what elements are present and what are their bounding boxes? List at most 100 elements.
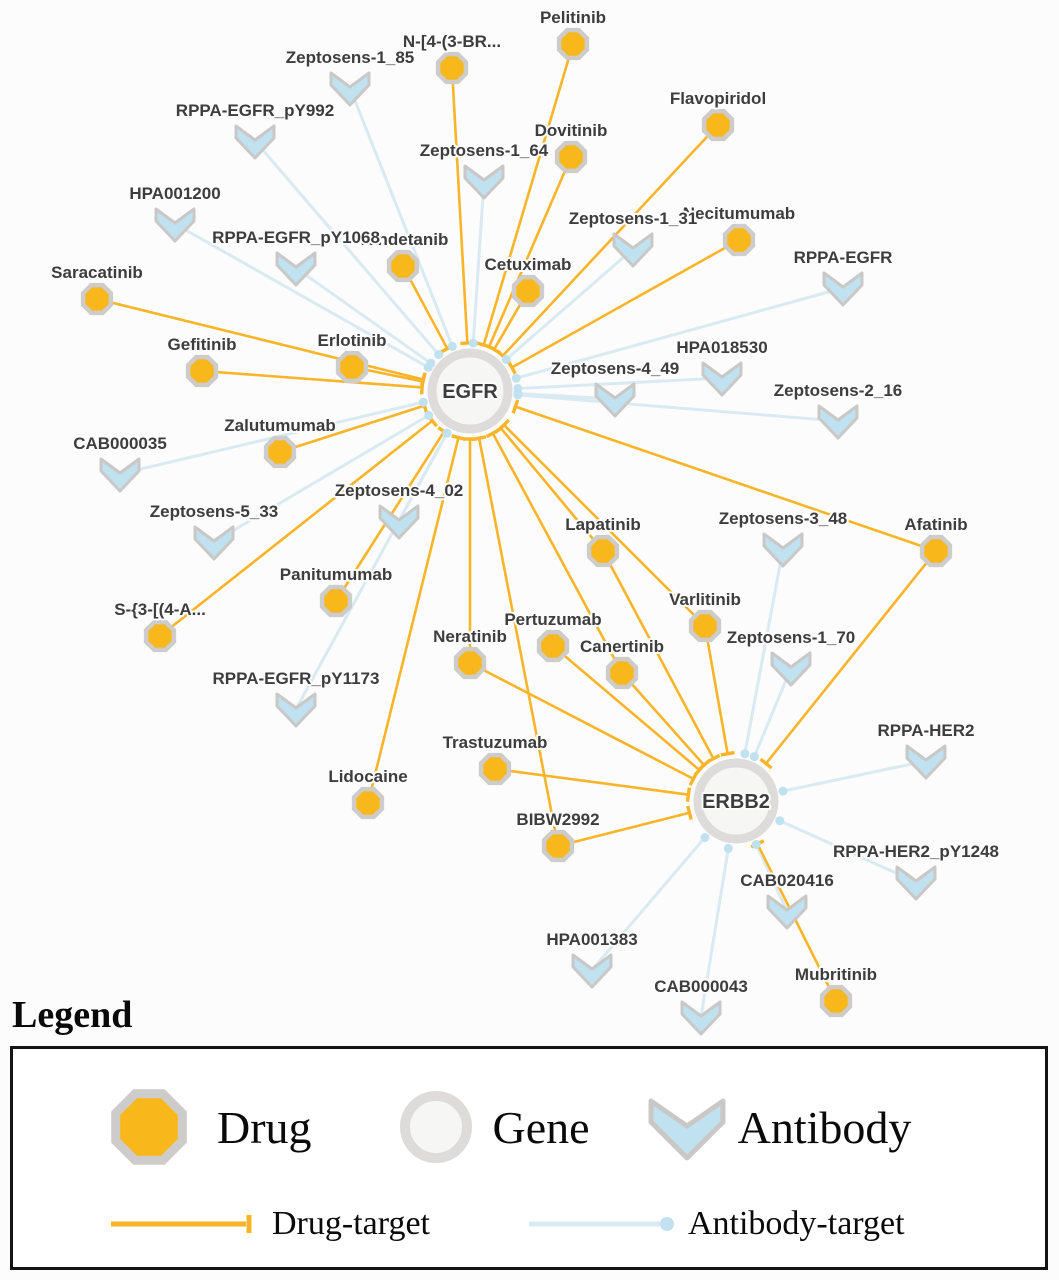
drug-node-afatinib [919, 534, 953, 568]
antibody-label-zeptosens-4-02: Zeptosens-4_02 [335, 481, 464, 500]
legend-label-gene: Gene [492, 1101, 590, 1153]
antibody-node-zeptosens-1-64 [463, 164, 505, 200]
antibody-target-edge-zeptosens-1-64-egfr [471, 180, 486, 344]
antibody-target-edge-rppa-her2-py1248-erbb2 [779, 819, 917, 884]
drug-node-panitumumab [319, 584, 353, 618]
antibody-node-zeptosens-5-33 [193, 525, 235, 561]
drug-node-zalutumumab [263, 435, 297, 469]
antibody-node-hpa001200 [154, 207, 196, 243]
drug-edge-tee-cap [511, 399, 520, 414]
antibody-label-zeptosens-2-16: Zeptosens-2_16 [774, 381, 903, 400]
drug-target-edge-canertinib-erbb2 [621, 672, 706, 767]
antibody-target-edge-rppa-egfr-py1173-egfr [294, 432, 449, 710]
antibody-target-edge-zeptosens-5-33-egfr [213, 414, 430, 544]
drug-target-edge-afatinib-erbb2 [764, 550, 938, 765]
drug-node-dovitinib [554, 140, 588, 174]
antibody-target-edge-zeptosens-1-31-egfr [505, 247, 634, 361]
drug-target-edge-s-3-4-a-egfr [159, 419, 434, 638]
antibody-edge-dot-cap [424, 410, 434, 420]
drug-label-vandetanib: Vandetanib [358, 230, 449, 249]
drug-node-vandetanib [386, 249, 420, 283]
antibody-label-zeptosens-3-48: Zeptosens-3_48 [719, 509, 848, 528]
drug-target-edge-lidocaine-egfr [366, 437, 460, 804]
antibody-label-cab000043: CAB000043 [654, 977, 748, 996]
gene-legend-icon [399, 1091, 472, 1163]
drug-edge-tee-cap [471, 435, 487, 442]
drug-edge-tee-cap [688, 771, 699, 786]
drug-label-varlitinib: Varlitinib [669, 590, 741, 609]
antibody-label-rppa-her2: RPPA-HER2 [878, 721, 975, 740]
drug-node-mubritinib [819, 984, 853, 1018]
antibody-target-edge-cab020416-erbb2 [754, 843, 789, 912]
drug-label-zalutumumab: Zalutumumab [224, 416, 335, 435]
drug-label-erlotinib: Erlotinib [318, 331, 387, 350]
antibody-node-cab000035 [99, 457, 141, 493]
antibody-node-zeptosens-2-16 [817, 404, 859, 440]
antibody-edge-dot-cap [740, 749, 750, 759]
drug-legend-icon [111, 1089, 187, 1165]
antibody-node-rppa-egfr-py1173 [275, 692, 317, 728]
gene-label-erbb2: ERBB2 [702, 791, 770, 813]
antibody-target-edge-hpa001200-egfr [174, 222, 429, 369]
antibody-edge-dot-cap [775, 816, 785, 826]
drug-label-dovitinib: Dovitinib [535, 121, 608, 140]
drug-label-s-3-4-a: S-{3-[(4-A... [114, 600, 206, 619]
antibody-target-edge-hpa001383-erbb2 [590, 836, 707, 971]
drug-node-erlotinib [335, 350, 369, 384]
drug-label-mubritinib: Mubritinib [795, 965, 877, 984]
antibody-label-hpa001383: HPA001383 [546, 930, 637, 949]
drug-edge-tee-cap [419, 374, 427, 389]
antibody-node-rppa-egfr-py1068 [275, 251, 317, 287]
drug-target-edge-neratinib-erbb2 [469, 661, 694, 781]
antibody-label-zeptosens-1-64: Zeptosens-1_64 [420, 141, 549, 160]
drug-label-neratinib: Neratinib [433, 627, 507, 646]
antibody-edge-dot-cap [723, 843, 733, 853]
antibody-node-zeptosens-1-70 [770, 651, 812, 687]
drug-target-edge-lapatinib-egfr [499, 427, 604, 552]
drug-node-neratinib [453, 646, 487, 680]
drug-label-pelitinib: Pelitinib [540, 8, 606, 27]
drug-node-canertinib [605, 656, 639, 690]
antibody-label-zeptosens-1-85: Zeptosens-1_85 [286, 48, 415, 67]
drug-edge-tee-cap [506, 360, 517, 375]
antibody-node-zeptosens-1-85 [329, 71, 371, 107]
antibody-edge-dot-cap [447, 341, 457, 351]
antibody-node-zeptosens-4-02 [378, 504, 420, 540]
antibody-target-edge-zeptosens-2-16-egfr [517, 393, 839, 423]
drug-label-lapatinib: Lapatinib [565, 515, 641, 534]
antibody-target-edge-icon [528, 1217, 674, 1231]
drug-target-edge-necitumumab-egfr [511, 238, 740, 369]
drug-target-edge-bibw2992-egfr [477, 437, 560, 847]
drug-label-trastuzumab: Trastuzumab [443, 733, 548, 752]
gene-node-egfr [427, 348, 513, 434]
antibody-label-zeptosens-4-49: Zeptosens-4_49 [551, 359, 680, 378]
network-graph: EGFRERBB2PelitinibN-[4-(3-BR...Dovitinib… [49, 6, 1001, 1036]
drug-node-trastuzumab [478, 752, 512, 786]
drug-label-lidocaine: Lidocaine [328, 767, 407, 786]
antibody-node-zeptosens-4-49 [594, 382, 636, 418]
antibody-label-zeptosens-1-70: Zeptosens-1_70 [727, 628, 856, 647]
drug-octagon-shape [111, 1089, 187, 1165]
drug-label-saracatinib: Saracatinib [51, 263, 143, 282]
drug-edge-tee-cap [686, 805, 693, 820]
drug-label-afatinib: Afatinib [904, 515, 967, 534]
antibody-edge-dot-cap [501, 354, 511, 364]
antibody-edge-dot-cap [511, 373, 521, 383]
antibody-target-edge-rppa-egfr-py992-egfr [253, 140, 440, 356]
drug-target-edge-n-4-3-br-egfr [450, 67, 469, 344]
legend-node-row: Drug Gene Antibody [13, 1061, 1045, 1193]
drug-target-edge-canertinib-egfr [491, 432, 624, 674]
drug-target-edge-saracatinib-egfr [96, 297, 424, 381]
antibody-label-rppa-her2-py1248: RPPA-HER2_pY1248 [833, 842, 999, 861]
drug-edge-tee-cap [487, 344, 501, 355]
antibody-label-cab000035: CAB000035 [73, 434, 167, 453]
drug-label-pertuzumab: Pertuzumab [504, 610, 601, 629]
drug-target-edge-pertuzumab-erbb2 [552, 645, 701, 771]
legend-box: Drug Gene Antibody Drug-target Antibody-… [10, 1046, 1048, 1270]
drug-node-varlitinib [688, 609, 722, 643]
drug-target-edge-dovitinib-egfr [487, 156, 573, 348]
antibody-label-rppa-egfr: RPPA-EGFR [794, 248, 893, 267]
drug-edge-tee-cap [485, 428, 500, 439]
antibody-label-zeptosens-1-31: Zeptosens-1_31 [569, 209, 698, 228]
drug-edge-tee-cap [697, 759, 711, 772]
